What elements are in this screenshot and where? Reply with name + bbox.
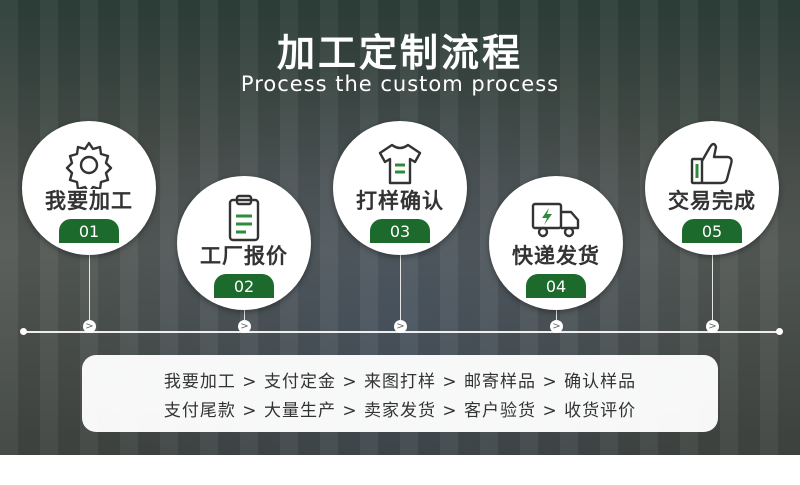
connector-line-5 xyxy=(712,244,713,324)
thumbs-up-icon xyxy=(645,137,779,191)
page-subtitle: Process the custom process xyxy=(240,72,560,96)
timeline-arrow-1: > xyxy=(83,320,96,333)
process-summary-panel: 我要加工 > 支付定金 > 来图打样 > 邮寄样品 > 确认样品 支付尾款 > … xyxy=(82,355,718,432)
step-4: 快递发货 04 xyxy=(489,176,623,310)
tshirt-icon xyxy=(333,137,467,191)
timeline-arrow-3: > xyxy=(394,320,407,333)
step-1: 我要加工 01 xyxy=(22,121,156,255)
clipboard-icon xyxy=(177,192,311,246)
step-number: 05 xyxy=(682,219,742,243)
connector-line-4 xyxy=(556,300,557,324)
connector-line-1 xyxy=(89,244,90,324)
step-number: 03 xyxy=(370,219,430,243)
summary-row-2: 支付尾款 > 大量生产 > 卖家发货 > 客户验货 > 收货评价 xyxy=(163,401,637,421)
step-3: 打样确认 03 xyxy=(333,121,467,255)
timeline-end-dot xyxy=(776,328,783,335)
step-number: 01 xyxy=(59,219,119,243)
step-label: 快递发货 xyxy=(512,244,600,268)
connector-line-3 xyxy=(400,244,401,324)
timeline-arrow-5: > xyxy=(706,320,719,333)
step-label: 工厂报价 xyxy=(200,244,288,268)
step-number: 02 xyxy=(214,274,274,298)
gear-icon xyxy=(22,137,156,195)
page-title: 加工定制流程 xyxy=(276,31,523,75)
step-label: 我要加工 xyxy=(45,189,133,213)
timeline-arrow-2: > xyxy=(238,320,251,333)
process-banner: 加工定制流程 Process the custom process 我要加工 0… xyxy=(0,0,800,455)
step-2: 工厂报价 02 xyxy=(177,176,311,310)
step-label: 打样确认 xyxy=(356,189,444,213)
connector-line-2 xyxy=(244,300,245,324)
timeline-arrow-4: > xyxy=(550,320,563,333)
summary-row-1: 我要加工 > 支付定金 > 来图打样 > 邮寄样品 > 确认样品 xyxy=(163,372,637,392)
step-number: 04 xyxy=(526,274,586,298)
timeline-start-dot xyxy=(20,328,27,335)
step-5: 交易完成 05 xyxy=(645,121,779,255)
step-label: 交易完成 xyxy=(668,189,756,213)
delivery-truck-icon xyxy=(489,192,623,246)
